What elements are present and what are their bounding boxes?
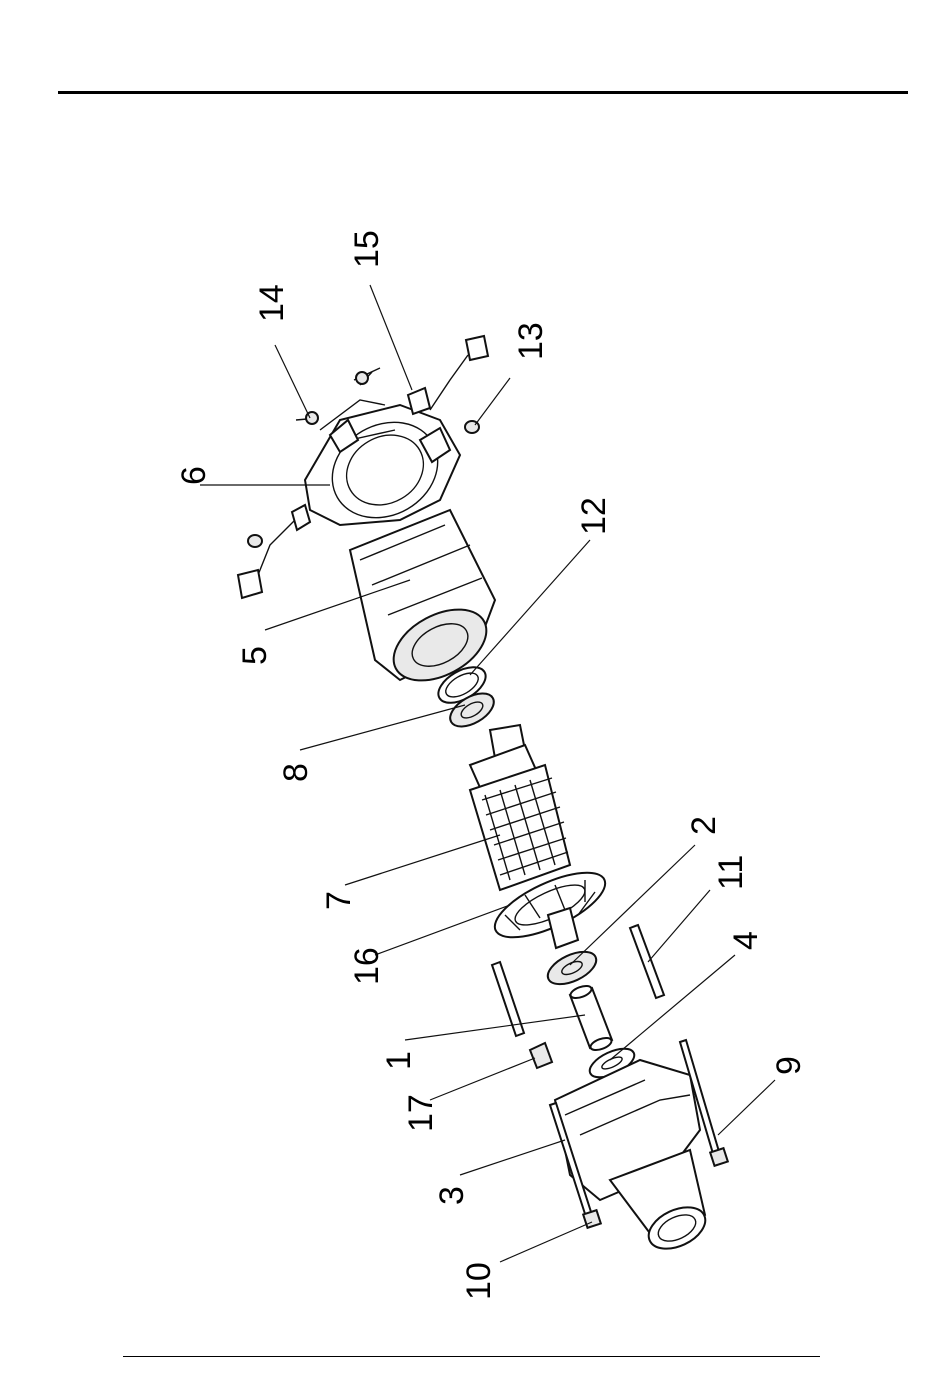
callout-11: 11 bbox=[712, 855, 750, 890]
armature-part-7 bbox=[470, 725, 570, 890]
callout-17: 17 bbox=[402, 1094, 440, 1132]
callout-1: 1 bbox=[380, 1051, 418, 1070]
callout-12: 12 bbox=[575, 497, 613, 535]
callout-13: 13 bbox=[512, 322, 550, 360]
callout-7: 7 bbox=[320, 891, 358, 910]
callout-6: 6 bbox=[175, 466, 213, 485]
callout-4: 4 bbox=[727, 931, 765, 950]
callout-14: 14 bbox=[253, 284, 291, 322]
clip-part-17 bbox=[530, 1043, 552, 1068]
bearing-part-2 bbox=[543, 945, 601, 991]
callout-3: 3 bbox=[433, 1186, 471, 1205]
callout-9: 9 bbox=[770, 1056, 808, 1075]
callout-10: 10 bbox=[460, 1262, 498, 1300]
callout-2: 2 bbox=[685, 816, 723, 835]
callout-16: 16 bbox=[348, 947, 386, 985]
callout-8: 8 bbox=[277, 763, 315, 782]
callout-15: 15 bbox=[348, 230, 386, 268]
callout-5: 5 bbox=[236, 646, 274, 665]
sleeve-part-1 bbox=[569, 984, 613, 1053]
